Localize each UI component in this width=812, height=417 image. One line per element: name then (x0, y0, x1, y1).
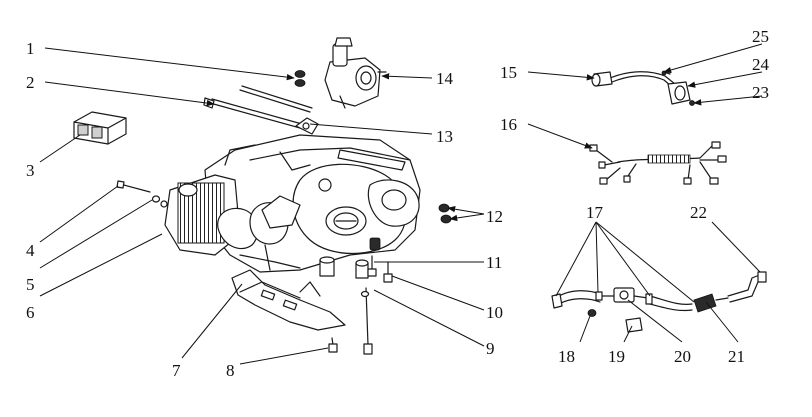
callout-6: 6 (26, 303, 35, 322)
callout-1: 1 (26, 39, 35, 58)
callout-3: 3 (26, 161, 35, 180)
ignition-coil-icon (591, 70, 695, 106)
leader-1 (44, 47, 295, 81)
callout-25: 25 (752, 27, 769, 46)
engine-assembly-icon (164, 134, 421, 273)
leader-lines (39, 43, 763, 365)
leader-3 (39, 134, 81, 163)
fuel-line-icon (727, 271, 767, 303)
callout-23: 23 (752, 83, 769, 102)
fuel-line-icon (551, 290, 601, 309)
carburetor-icon (324, 37, 387, 109)
callout-labels: 1 2 3 4 5 6 7 8 9 10 11 12 13 14 15 16 1… (26, 27, 770, 380)
callout-15: 15 (500, 63, 517, 82)
leader-18 (579, 315, 591, 343)
leader-7 (181, 283, 243, 359)
leader-21 (705, 301, 739, 343)
nut-icon (294, 70, 306, 87)
long-bolt-icon (203, 85, 313, 129)
rubber-bushing-icon (319, 256, 369, 279)
leader-12a (447, 206, 485, 215)
callout-21: 21 (728, 347, 745, 366)
leader-19 (623, 325, 633, 343)
callout-14: 14 (436, 69, 454, 88)
callout-8: 8 (226, 361, 235, 380)
callout-10: 10 (486, 303, 503, 322)
callout-11: 11 (486, 253, 502, 272)
fuel-valve-icon (595, 287, 649, 303)
callout-5: 5 (26, 275, 35, 294)
nut-icon (438, 203, 452, 224)
leader-4 (39, 185, 119, 243)
nut-icon (360, 290, 370, 298)
bracket-icon (295, 117, 319, 135)
bolt-icon (116, 180, 151, 193)
fuel-filter-icon (693, 293, 729, 313)
callout-20: 20 (674, 347, 691, 366)
callout-17: 17 (586, 203, 604, 222)
nut-icon (151, 195, 168, 208)
leader-12b (449, 213, 485, 222)
leader-22 (711, 221, 761, 273)
leader-2 (44, 81, 215, 107)
leader-13 (309, 123, 433, 135)
leader-15 (527, 71, 595, 81)
leader-17a (555, 221, 597, 297)
callout-2: 2 (26, 73, 35, 92)
wiring-harness-icon (589, 141, 727, 185)
skid-plate-icon (231, 269, 346, 331)
rubber-mount-block-icon (73, 111, 127, 145)
callout-18: 18 (558, 347, 575, 366)
callout-4: 4 (26, 241, 35, 260)
leader-10 (391, 275, 485, 311)
callout-7: 7 (172, 361, 181, 380)
callout-24: 24 (752, 55, 770, 74)
leader-17b (595, 221, 599, 293)
leader-23 (693, 95, 763, 106)
fuel-line-icon (645, 293, 693, 312)
callout-19: 19 (608, 347, 625, 366)
leader-14 (381, 73, 433, 80)
leader-8 (239, 347, 329, 365)
leader-6 (39, 233, 163, 297)
callout-22: 22 (690, 203, 707, 222)
leader-17d (595, 221, 695, 303)
leader-9 (373, 289, 485, 347)
leader-16 (527, 123, 593, 149)
leader-20 (627, 299, 683, 343)
leader-25 (663, 43, 763, 74)
callout-13: 13 (436, 127, 453, 146)
leader-17c (595, 221, 651, 297)
leader-5 (39, 199, 153, 269)
callout-16: 16 (500, 115, 517, 134)
callout-12: 12 (486, 207, 503, 226)
callout-9: 9 (486, 339, 495, 358)
clamp-icon (587, 309, 643, 333)
bolt-icon (328, 255, 393, 355)
leader-24 (687, 71, 763, 88)
